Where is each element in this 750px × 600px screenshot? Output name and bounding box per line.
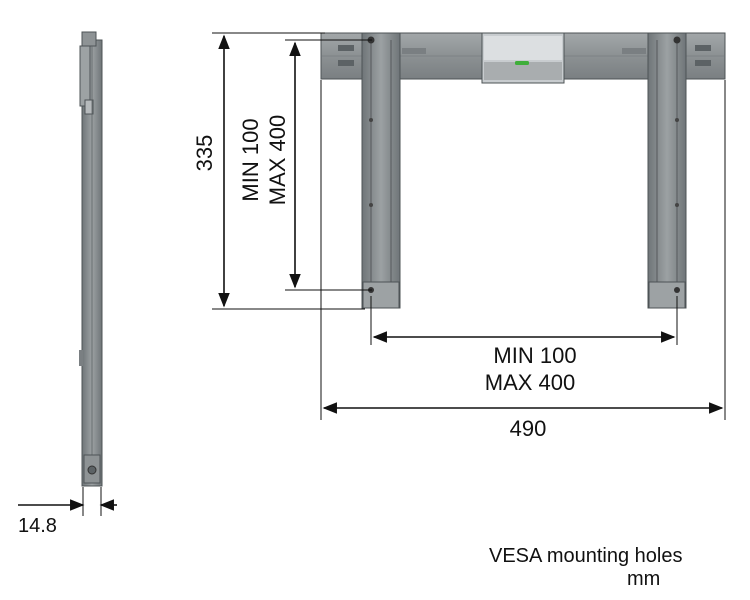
caption-unit: mm (627, 568, 661, 590)
caption-vesa: VESA mounting holes (489, 545, 683, 567)
vertical-spacing-min: MIN 100 (238, 118, 263, 201)
width-value: 490 (510, 416, 547, 441)
side-view-bracket (79, 31, 103, 487)
level-bubble (515, 61, 529, 65)
width-dimension: 490 (322, 402, 724, 441)
height-value: 335 (192, 135, 217, 172)
depth-value: 14.8 (18, 515, 57, 537)
horizontal-spacing-min: MIN 100 (493, 343, 576, 368)
front-view-bracket (320, 32, 726, 309)
vertical-spacing-max: MAX 400 (265, 115, 290, 206)
extension-lines (212, 32, 726, 420)
right-arm (647, 32, 687, 309)
height-dimension: 335 (192, 34, 230, 308)
horizontal-spacing-max: MAX 400 (485, 370, 576, 395)
vertical-hole-spacing-dimension: MIN 100 MAX 400 (238, 41, 301, 289)
spirit-level (481, 32, 565, 84)
left-arm (361, 32, 401, 309)
depth-dimension: 14.8 (18, 487, 117, 537)
horizontal-hole-spacing-dimension: MIN 100 MAX 400 (372, 331, 676, 395)
